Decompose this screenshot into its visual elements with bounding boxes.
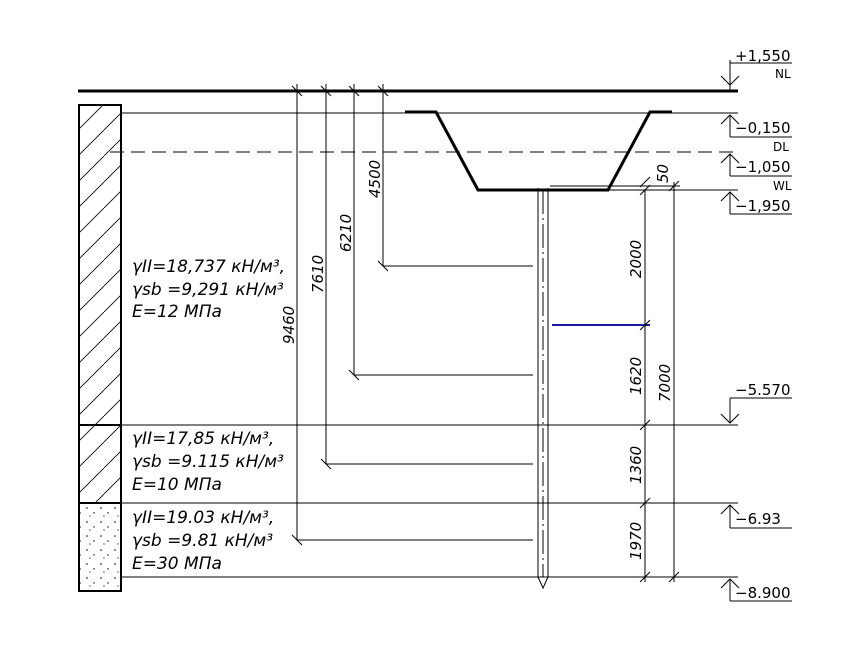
soil-column xyxy=(78,104,122,592)
elevation-marker-bottom: −8.900 xyxy=(720,578,792,602)
layer-3-gamma-sb: γsb =9.81 кН/м³ xyxy=(132,531,273,551)
soil-layer-1-labels: γII=18,737 кН/м³, γsb =9,291 кН/м³ E=12 … xyxy=(132,257,285,322)
elevation-wl-value: −1,950 xyxy=(735,197,791,215)
elevation-wl-tag: WL xyxy=(773,179,792,193)
elevation-marker-nl: +1,550 NL xyxy=(720,47,792,91)
layer-3-modulus: E=30 МПа xyxy=(132,554,222,574)
dim-1970-label: 1970 xyxy=(627,522,645,560)
layer-3-gamma-ii: γII=19.03 кН/м³, xyxy=(132,508,274,528)
dim-9460-label: 9460 xyxy=(280,306,298,344)
layer-2-hatch xyxy=(79,425,121,503)
pile-cap-outline xyxy=(405,110,672,192)
dim-1360-label: 1360 xyxy=(627,446,645,484)
soil-layer-3-labels: γII=19.03 кН/м³, γsb =9.81 кН/м³ E=30 МП… xyxy=(132,508,274,574)
elevation-marker-top: −0,150 xyxy=(720,114,792,138)
layer-2-modulus: E=10 МПа xyxy=(132,475,222,495)
dim-2000-label: 2000 xyxy=(627,240,645,278)
elevation-bottom-value: −8.900 xyxy=(735,584,791,602)
elevation-l2-value: −6.93 xyxy=(735,510,781,528)
pile-tip xyxy=(537,576,549,590)
elevation-dl-value: −1,050 xyxy=(735,158,791,176)
layer-3-sand-pattern xyxy=(79,503,121,591)
dim-4500-label: 4500 xyxy=(366,160,384,198)
elevation-marker-l1: −5.570 xyxy=(720,381,792,424)
right-dimension-lines xyxy=(550,176,680,583)
elevation-marker-wl: WL −1,950 xyxy=(720,179,792,215)
elevation-l1-value: −5.570 xyxy=(735,381,791,399)
layer-2-gamma-sb: γsb =9.115 кН/м³ xyxy=(132,452,284,472)
elevation-dl-tag: DL xyxy=(773,140,789,154)
layer-2-gamma-ii: γII=17,85 кН/м³, xyxy=(132,429,274,449)
layer-1-gamma-ii: γII=18,737 кН/м³, xyxy=(132,257,285,277)
dim-7610-label: 7610 xyxy=(309,255,327,293)
dim-6210-label: 6210 xyxy=(337,214,355,252)
elevation-top-value: −0,150 xyxy=(735,119,791,137)
soil-column-border xyxy=(78,104,122,592)
elevation-marker-dl: DL −1,050 xyxy=(720,140,792,177)
left-dimension-lines xyxy=(291,84,533,546)
elevation-nl-tag: NL xyxy=(775,67,791,81)
elevation-marker-l2: −6.93 xyxy=(720,504,792,529)
dim-1620-label: 1620 xyxy=(627,357,645,395)
layer-1-gamma-sb: γsb =9,291 кН/м³ xyxy=(132,280,284,300)
elevation-nl-value: +1,550 xyxy=(735,47,791,65)
layer-1-hatch xyxy=(79,105,121,425)
soil-layer-2-labels: γII=17,85 кН/м³, γsb =9.115 кН/м³ E=10 М… xyxy=(132,429,284,495)
dim-7000-label: 7000 xyxy=(656,364,674,402)
dim-50-label: 50 xyxy=(654,164,672,183)
pile xyxy=(537,188,549,590)
layer-1-modulus: E=12 МПа xyxy=(132,302,222,322)
